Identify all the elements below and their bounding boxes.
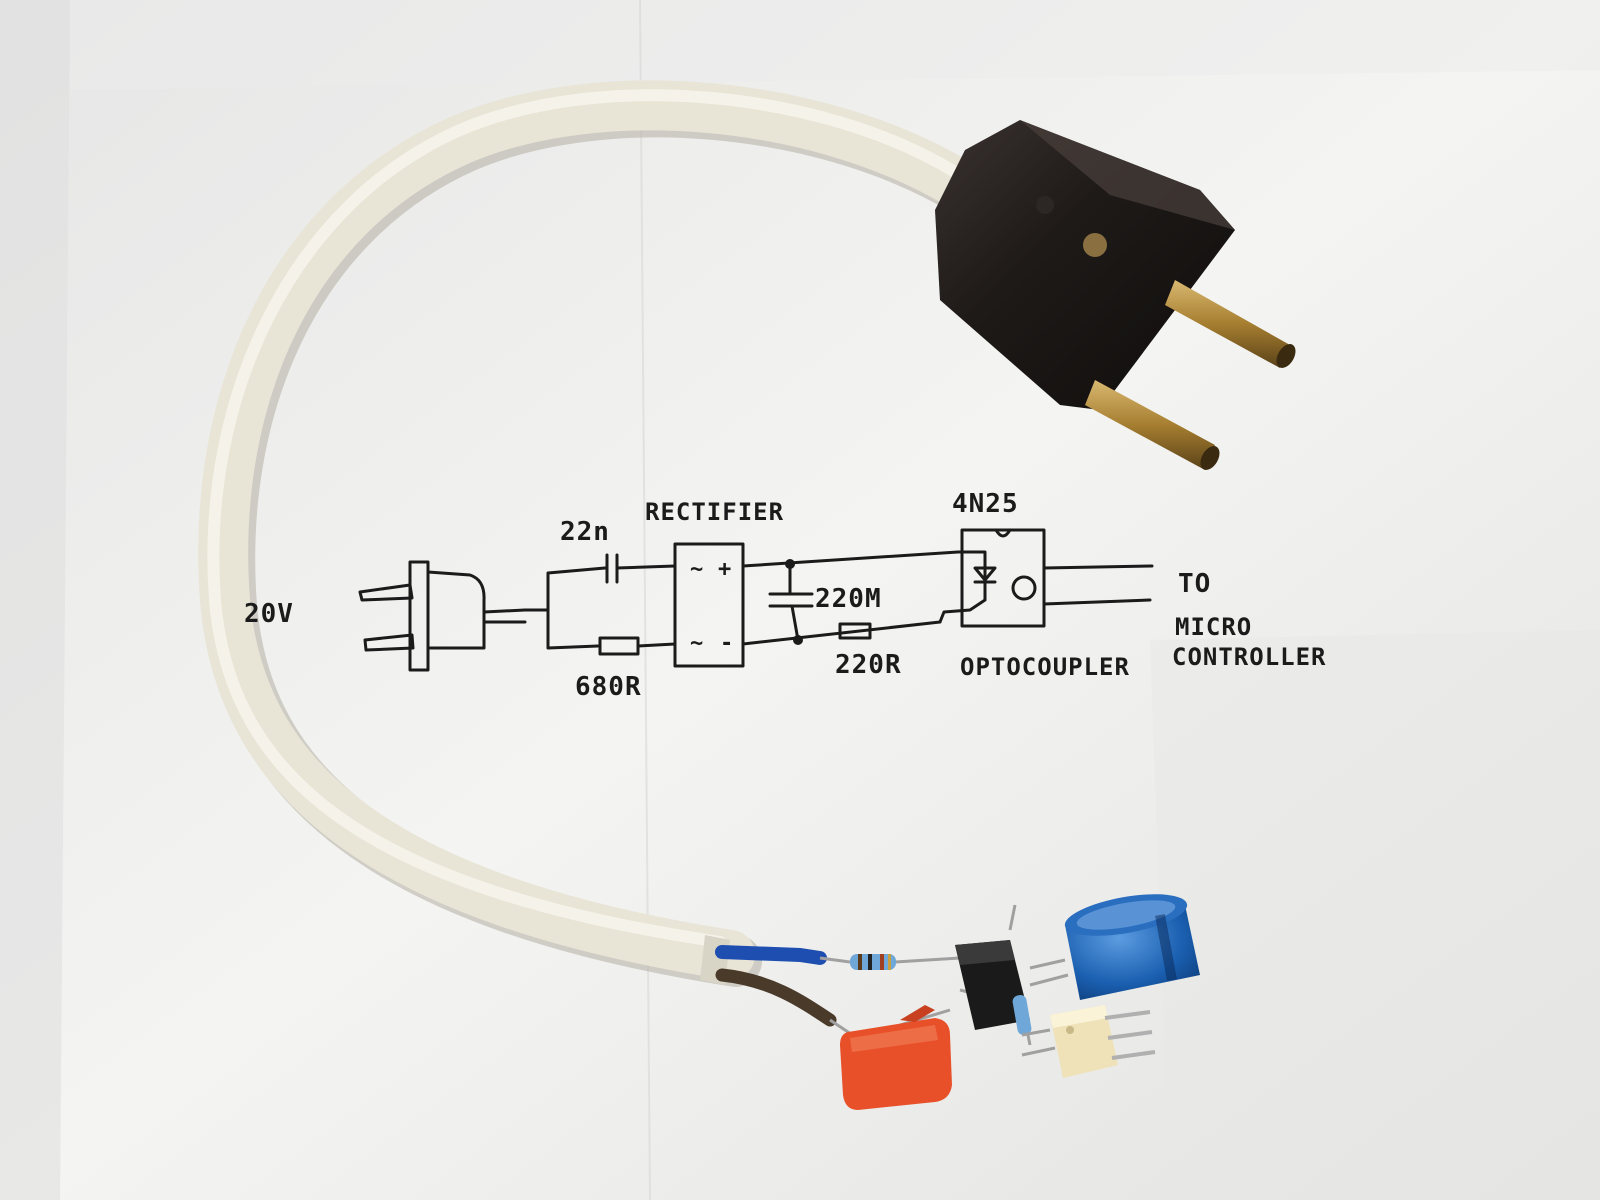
cable-highlight — [207, 89, 961, 948]
paper-overlap — [1150, 630, 1600, 1200]
rectifier-plus: + — [718, 557, 732, 582]
label-to: TO — [1178, 569, 1211, 599]
resistor-component-2 — [1012, 995, 1032, 1035]
label-resistor-680r: 680R — [575, 672, 642, 702]
brown-wire — [715, 968, 837, 1027]
label-controller: CONTROLLER — [1172, 643, 1327, 671]
hand-drawn-schematic: ~ + ~ - — [358, 528, 1154, 672]
schematic-optocoupler-box — [960, 528, 1046, 628]
label-optocoupler: OPTOCOUPLER — [960, 653, 1130, 681]
resistor-component — [850, 954, 896, 970]
assembled-circuit — [700, 894, 1200, 1110]
label-rectifier: RECTIFIER — [645, 498, 784, 526]
label-capacitor-220m: 220M — [815, 584, 882, 614]
plug-screw — [1083, 233, 1107, 257]
label-capacitor-22n: 22n — [560, 517, 610, 547]
blue-wire — [715, 945, 827, 965]
rectifier-minus: - — [720, 631, 734, 656]
schematic-capacitor-22n — [605, 553, 677, 584]
orange-capacitor — [840, 1005, 952, 1110]
rectifier-ac-bottom: ~ — [690, 631, 704, 656]
paper-edge-left — [0, 0, 70, 1200]
electrolytic-capacitor — [1029, 894, 1200, 1000]
rectifier-ac-top: ~ — [690, 557, 704, 582]
schematic-rectifier-box — [673, 542, 745, 668]
schematic-capacitor-220m — [768, 562, 814, 642]
label-resistor-220r: 220R — [835, 650, 902, 680]
plug-hole — [1036, 196, 1054, 214]
plug-pins — [1085, 280, 1296, 470]
label-micro: MICRO — [1175, 613, 1252, 641]
label-4n25: 4N25 — [952, 489, 1019, 519]
schematic-resistor-220r — [838, 622, 872, 640]
paper-edge-top — [70, 0, 1600, 90]
schematic-plug-symbol — [358, 560, 486, 672]
paper-fold — [639, 0, 651, 1200]
mains-plug — [935, 120, 1296, 470]
bridge-rectifier-component — [955, 904, 1032, 1046]
optocoupler-component — [1021, 1005, 1156, 1078]
label-voltage: 20V — [244, 599, 294, 629]
